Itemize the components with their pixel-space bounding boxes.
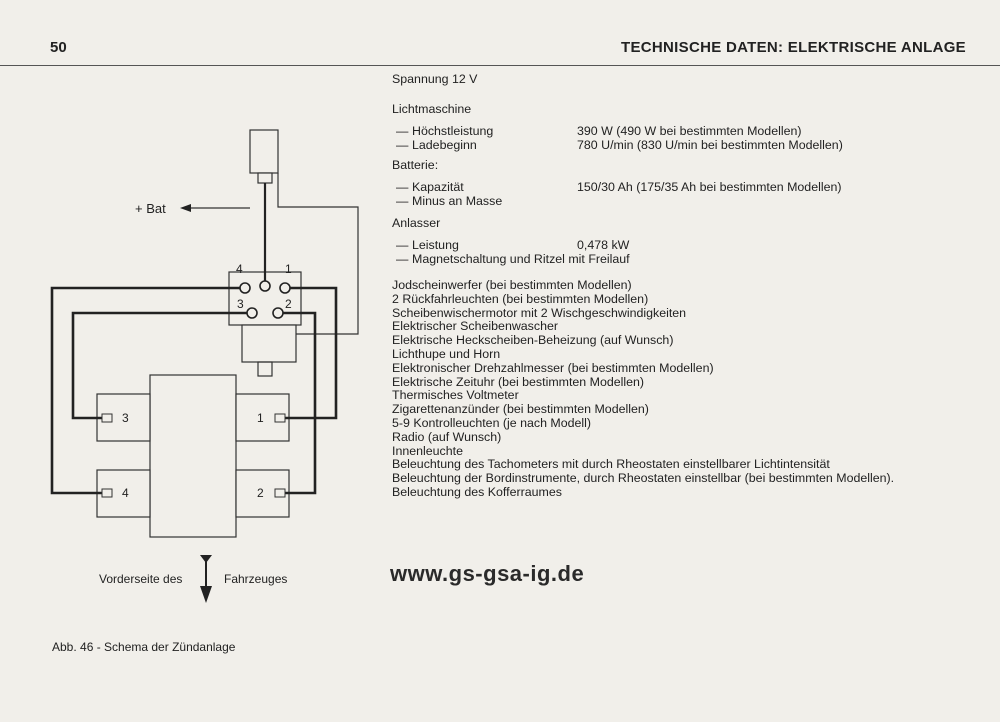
spec-value: 0,478 kW bbox=[577, 238, 630, 252]
header-rule bbox=[0, 65, 1000, 66]
spec-value: 780 U/min (830 U/min bei bestimmten Mode… bbox=[577, 138, 843, 152]
terminal-1 bbox=[279, 282, 291, 294]
lichtmaschine-row: — Ladebeginn 780 U/min (830 U/min bei be… bbox=[392, 138, 992, 152]
cylinder-box-1 bbox=[235, 393, 290, 442]
dash: — bbox=[396, 138, 409, 152]
list-item: Elektronischer Drehzahlmesser (bei besti… bbox=[392, 360, 714, 375]
dash: — bbox=[396, 252, 409, 266]
cylinder-box-4 bbox=[96, 469, 151, 518]
terminal-2 bbox=[272, 307, 284, 319]
dash: — bbox=[396, 180, 409, 194]
list-item: Scheibenwischermotor mit 2 Wischgeschwin… bbox=[392, 305, 687, 320]
spec-label: Magnetschaltung und Ritzel mit Freilauf bbox=[412, 252, 630, 266]
list-item: Beleuchtung des Tachometers mit durch Rh… bbox=[392, 457, 830, 472]
plug-label-3: 3 bbox=[122, 411, 129, 425]
dist-label-1: 1 bbox=[285, 262, 292, 276]
lead-3 bbox=[71, 311, 250, 420]
plug-glyph-2 bbox=[274, 488, 286, 498]
plug-glyph-3 bbox=[101, 413, 113, 423]
lead-4 bbox=[50, 286, 245, 495]
battery-arrow-icon bbox=[180, 204, 191, 212]
ignition-coil bbox=[249, 129, 279, 174]
website-link[interactable]: www.gs-gsa-ig.de bbox=[390, 561, 585, 586]
list-item: Innenleuchte bbox=[392, 443, 463, 458]
plug-label-4: 4 bbox=[122, 486, 129, 500]
batterie-row: — Kapazität 150/30 Ah (175/35 Ah bei bes… bbox=[392, 180, 992, 194]
page-header-title: TECHNISCHE DATEN: ELEKTRISCHE ANLAGE bbox=[621, 39, 966, 56]
spec-value: 390 W (490 W bei bestimmten Modellen) bbox=[577, 124, 802, 138]
plug-label-2: 2 bbox=[257, 486, 264, 500]
front-label-right: Fahrzeuges bbox=[224, 572, 287, 586]
low-tension-wire bbox=[277, 173, 359, 335]
front-arrow-icon bbox=[200, 586, 212, 603]
dash: — bbox=[396, 124, 409, 138]
spec-label: Ladebeginn bbox=[412, 138, 477, 152]
list-item: Jodscheinwerfer (bei bestimmten Modellen… bbox=[392, 278, 632, 292]
terminal-3 bbox=[246, 307, 258, 319]
distributor-shaft bbox=[257, 361, 273, 377]
batterie-row: — Minus an Masse bbox=[392, 194, 992, 208]
terminal-center bbox=[259, 280, 271, 292]
coil-terminal bbox=[257, 172, 273, 184]
list-item: Zigarettenanzünder (bei bestimmten Model… bbox=[392, 402, 649, 417]
list-item: Beleuchtung des Kofferraumes bbox=[392, 484, 562, 499]
spec-label: Höchstleistung bbox=[412, 124, 494, 138]
batterie-title: Batterie: bbox=[392, 158, 439, 172]
lichtmaschine-row: — Höchstleistung 390 W (490 W bei bestim… bbox=[392, 124, 992, 138]
list-item: Radio (auf Wunsch) bbox=[392, 429, 502, 444]
front-label-left: Vorderseite des bbox=[99, 572, 182, 586]
bat-label: + Bat bbox=[135, 201, 166, 216]
plug-label-1: 1 bbox=[257, 411, 264, 425]
dash: — bbox=[396, 194, 409, 208]
list-item: Lichthupe und Horn bbox=[392, 346, 501, 361]
list-item: Elektrischer Scheibenwascher bbox=[392, 319, 558, 334]
terminal-4 bbox=[239, 282, 251, 294]
plug-glyph-4 bbox=[101, 488, 113, 498]
lead-2 bbox=[280, 311, 317, 495]
figure-caption: Abb. 46 - Schema der Zündanlage bbox=[52, 640, 236, 654]
distributor-body bbox=[241, 324, 297, 363]
lichtmaschine-title: Lichtmaschine bbox=[392, 102, 472, 116]
cylinder-box-2 bbox=[235, 469, 290, 518]
spec-label: Minus an Masse bbox=[412, 194, 503, 208]
dist-label-3: 3 bbox=[237, 297, 244, 311]
technical-data-text: Spannung 12 V Lichtmaschine — Höchstleis… bbox=[392, 72, 992, 499]
list-item: Beleuchtung der Bordinstrumente, durch R… bbox=[392, 471, 895, 486]
dist-label-4: 4 bbox=[236, 262, 243, 276]
engine-block bbox=[149, 374, 237, 538]
spannung-line: Spannung 12 V bbox=[392, 72, 478, 86]
front-arrow-tail-icon bbox=[200, 555, 212, 563]
spec-label: Leistung bbox=[412, 238, 459, 252]
cylinder-box-3 bbox=[96, 393, 151, 442]
dash: — bbox=[396, 238, 409, 252]
dist-label-2: 2 bbox=[285, 297, 292, 311]
spec-label: Kapazität bbox=[412, 180, 464, 194]
spec-value: 150/30 Ah (175/35 Ah bei bestimmten Mode… bbox=[577, 180, 842, 194]
list-item: Elektrische Heckscheiben-Beheizung (auf … bbox=[392, 333, 674, 348]
lead-1 bbox=[283, 286, 338, 420]
list-item: Elektrische Zeituhr (bei bestimmten Mode… bbox=[392, 374, 645, 389]
anlasser-title: Anlasser bbox=[392, 216, 441, 230]
list-item: 2 Rückfahrleuchten (bei bestimmten Model… bbox=[392, 291, 649, 306]
list-item: Thermisches Voltmeter bbox=[392, 388, 519, 403]
equipment-list: Jodscheinwerfer (bei bestimmten Modellen… bbox=[392, 278, 992, 499]
plug-glyph-1 bbox=[274, 413, 286, 423]
anlasser-row: — Magnetschaltung und Ritzel mit Freilau… bbox=[392, 252, 992, 266]
page-number: 50 bbox=[50, 39, 67, 56]
list-item: 5-9 Kontrolleuchten (je nach Modell) bbox=[392, 415, 592, 430]
anlasser-row: — Leistung 0,478 kW bbox=[392, 238, 992, 252]
